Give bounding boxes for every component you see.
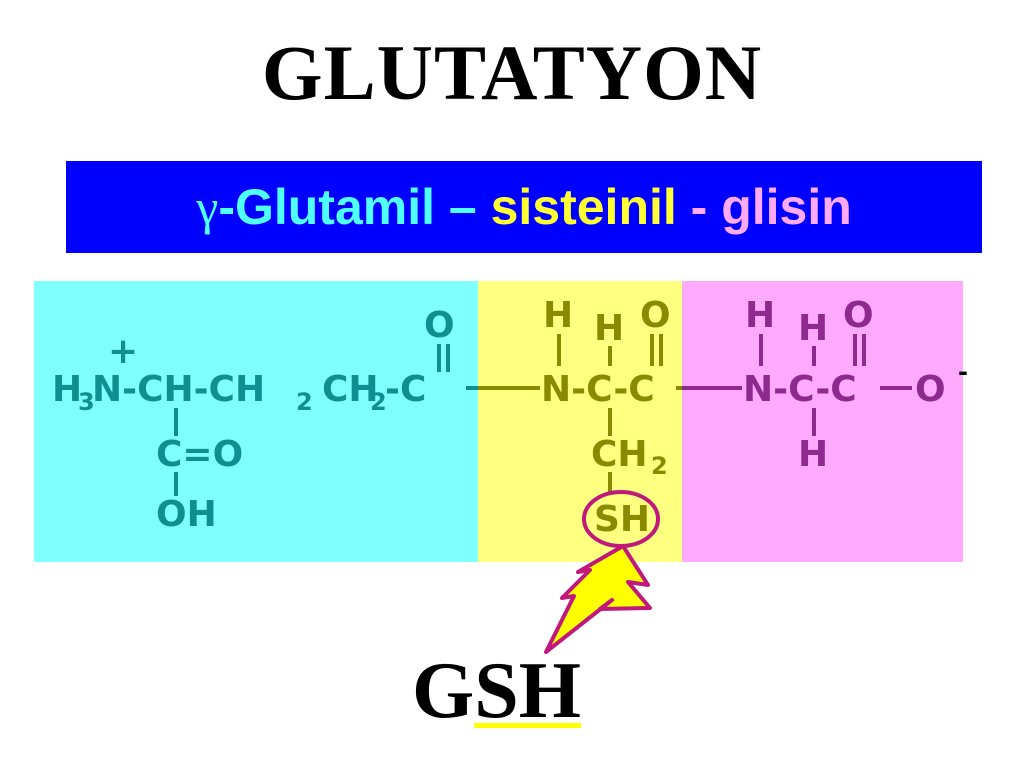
cys-h-c: H <box>594 308 624 349</box>
ch2b-sub: 2 <box>370 388 387 416</box>
glu-carbonyl-c: -C <box>385 369 426 410</box>
glutamyl-residue: + H 3 N-CH-CH 2 CH 2 -C O C=O OH <box>52 305 455 535</box>
glu-carbonyl-o: O <box>424 305 455 346</box>
cys-backbone: N-C-C <box>541 369 655 410</box>
gly-o-end: O <box>915 369 946 410</box>
peptide-name-banner: γ-Glutamil – sisteinil - glisin <box>66 161 982 253</box>
gamma-symbol: γ <box>196 179 219 235</box>
gly-o: O <box>843 295 874 336</box>
glu-chain: N-CH-CH <box>92 369 265 410</box>
separator-1: – <box>435 179 491 235</box>
cys-ch2: CH <box>591 434 648 475</box>
cys-h-n: H <box>543 295 573 336</box>
gsh-sh: SH <box>474 647 581 735</box>
cysteinyl-residue: H H O N-C-C CH 2 SH <box>541 295 671 540</box>
gly-h-bottom: H <box>798 434 828 475</box>
cys-thiol: SH <box>594 499 650 540</box>
separator-2: - <box>676 179 722 235</box>
glycine-panel <box>682 281 963 562</box>
gsh-g: G <box>412 647 475 735</box>
gsh-label: GSH <box>412 651 612 731</box>
carboxylate-charge: - <box>958 358 968 386</box>
ch2a-sub: 2 <box>296 388 313 416</box>
ammonium-charge: + <box>108 331 138 372</box>
ch2b: CH <box>322 369 379 410</box>
glu-carboxyl: C=O <box>156 434 243 475</box>
page-title: GLUTATYON <box>261 29 763 116</box>
glycine-label: glisin <box>721 179 852 235</box>
h3n-sub: 3 <box>78 388 95 416</box>
lightning-bolt-icon <box>544 544 652 654</box>
cysteinyl-panel <box>478 281 682 562</box>
cys-o: O <box>640 295 671 336</box>
glutamyl-panel <box>34 281 478 562</box>
glycine-residue: H H O N-C-C O - H <box>743 295 968 475</box>
gly-backbone: N-C-C <box>743 369 857 410</box>
gly-h-c: H <box>798 308 828 349</box>
glu-hydroxyl: OH <box>156 494 217 535</box>
cys-ch2-sub: 2 <box>651 452 668 480</box>
h3n-h: H <box>52 369 82 410</box>
cysteinyl-label: sisteinil <box>490 179 677 235</box>
gly-h-n: H <box>745 295 775 336</box>
glutamyl-label: -Glutamil <box>218 179 435 235</box>
